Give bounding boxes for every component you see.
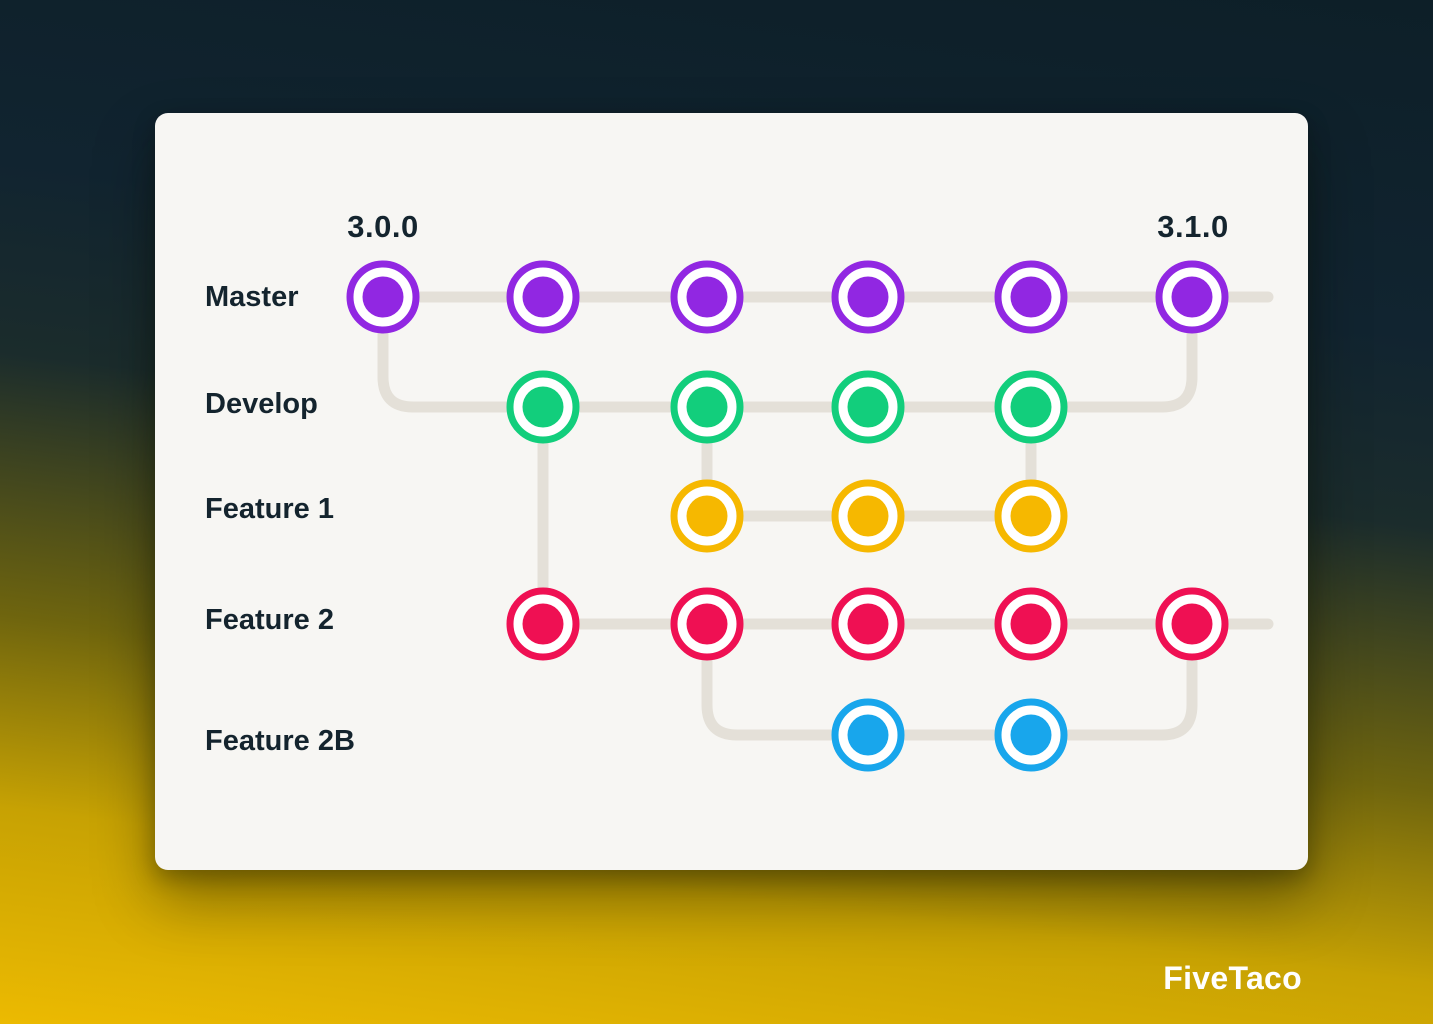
- fivetaco-logo: FiveTaco: [1163, 960, 1302, 996]
- branch-label-feature-2: Feature 2: [205, 604, 334, 636]
- branch-label-feature-2b: Feature 2B: [205, 725, 355, 757]
- branch-label-master: Master: [205, 281, 299, 313]
- version-tag-3-0-0: 3.0.0: [347, 209, 419, 244]
- version-tag-3-1-0: 3.1.0: [1157, 209, 1229, 244]
- branch-label-feature-1: Feature 1: [205, 493, 334, 525]
- branch-label-develop: Develop: [205, 388, 318, 420]
